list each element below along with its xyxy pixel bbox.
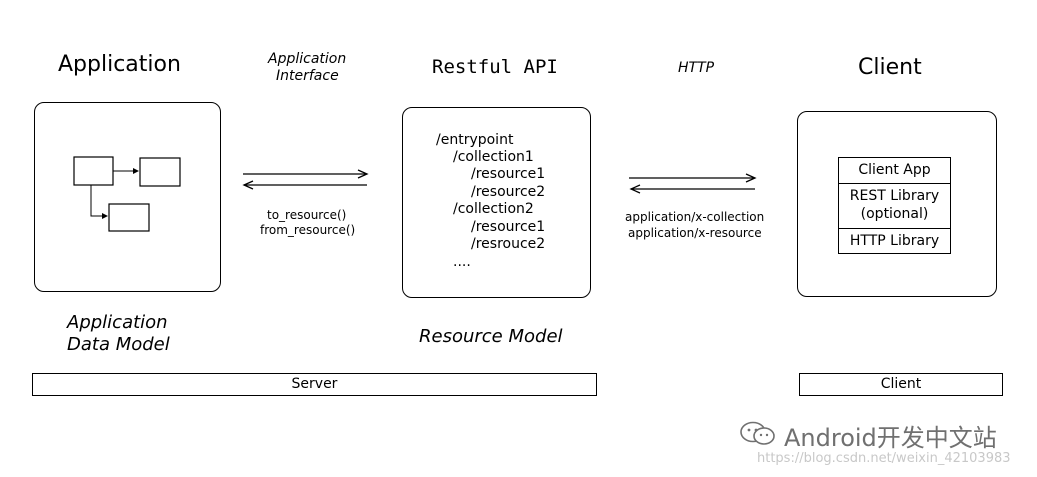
application-box bbox=[34, 102, 221, 292]
mime-resource-label: application/x-resource bbox=[628, 226, 762, 240]
http-label: HTTP bbox=[678, 60, 715, 76]
server-bar: Server bbox=[32, 373, 597, 396]
interface-label-line1: Application bbox=[268, 51, 347, 67]
mime-collection-label: application/x-collection bbox=[625, 210, 765, 224]
resource-model-caption: Resource Model bbox=[419, 326, 563, 347]
wechat-icon bbox=[740, 421, 775, 445]
tree-collection2: /collection2 bbox=[453, 201, 534, 217]
rest-library-layer: REST Library (optional) bbox=[838, 183, 951, 229]
tree-collection2-resource2: /resrouce2 bbox=[471, 236, 546, 252]
api-title: Restful API bbox=[432, 56, 558, 78]
client-app-layer: Client App bbox=[838, 157, 951, 184]
tree-collection1: /collection1 bbox=[453, 149, 534, 165]
http-arrows bbox=[629, 173, 757, 194]
tree-entrypoint: /entrypoint bbox=[436, 132, 514, 148]
http-library-layer: HTTP Library bbox=[838, 228, 951, 254]
application-caption-line1: Application bbox=[67, 312, 168, 333]
application-caption-line2: Data Model bbox=[67, 334, 170, 355]
client-bar: Client bbox=[799, 373, 1003, 396]
tree-collection1-resource2: /resource2 bbox=[471, 184, 546, 200]
from-resource-label: from_resource() bbox=[260, 223, 356, 237]
mini-diagram bbox=[73, 156, 181, 232]
to-resource-label: to_resource() bbox=[267, 208, 347, 222]
mini-node-b bbox=[139, 157, 181, 187]
application-title: Application bbox=[58, 52, 181, 77]
watermark-url: https://blog.csdn.net/weixin_42103983 bbox=[757, 451, 1011, 466]
api-box bbox=[402, 107, 591, 298]
tree-collection2-resource1: /resource1 bbox=[471, 219, 546, 235]
interface-label-line2: Interface bbox=[276, 68, 339, 84]
client-title: Client bbox=[858, 55, 922, 80]
mini-edge-ac bbox=[90, 185, 108, 219]
rest-library-optional: (optional) bbox=[860, 206, 929, 222]
tree-ellipsis: .... bbox=[453, 254, 471, 270]
watermark-text: Android开发中文站 bbox=[784, 424, 997, 452]
app-api-arrows bbox=[242, 169, 369, 190]
tree-collection1-resource1: /resource1 bbox=[471, 166, 546, 182]
mini-node-a bbox=[73, 156, 114, 186]
rest-library-label: REST Library bbox=[849, 188, 940, 204]
mini-node-c bbox=[108, 203, 150, 232]
